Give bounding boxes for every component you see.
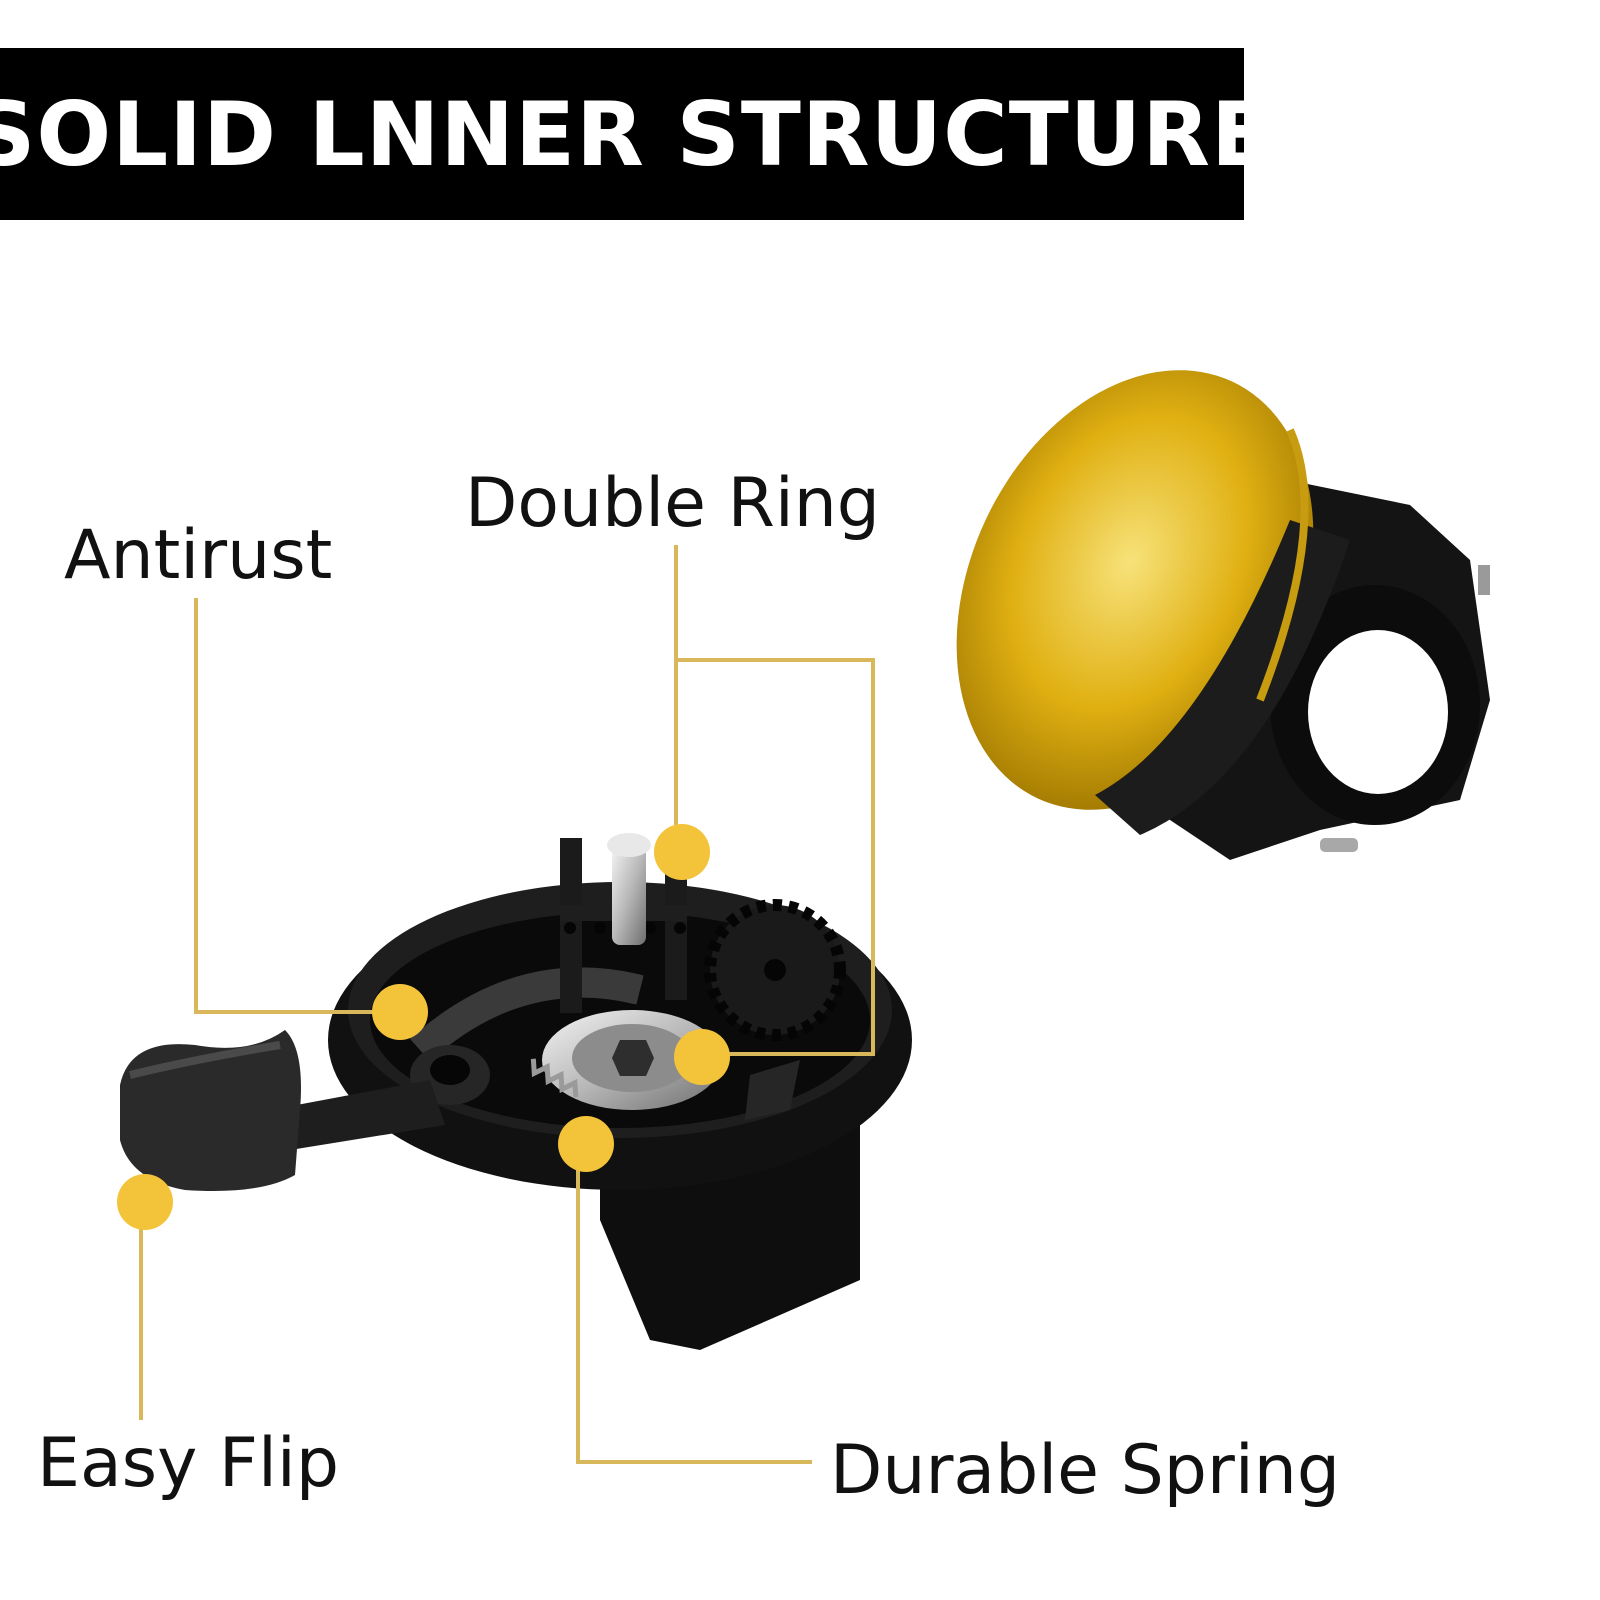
antirust-marker	[372, 984, 428, 1040]
easy-flip-label: Easy Flip	[37, 1424, 339, 1503]
durable-spring-label: Durable Spring	[830, 1431, 1341, 1510]
double-ring-marker-top	[654, 824, 710, 880]
title-banner: SOLID LNNER STRUCTURE	[0, 48, 1271, 220]
double-ring-marker-bottom	[674, 1029, 730, 1085]
leader-lines	[139, 545, 875, 1464]
double-ring-label: Double Ring	[465, 464, 880, 543]
callout-markers	[117, 824, 730, 1230]
antirust-label: Antirust	[64, 516, 333, 595]
durable-spring-leader-line	[576, 1145, 812, 1464]
double-ring-bracket-line	[676, 658, 875, 1056]
assembled-bell-image	[956, 370, 1490, 860]
easy-flip-marker	[117, 1174, 173, 1230]
durable-spring-marker	[558, 1116, 614, 1172]
antirust-leader-line	[194, 598, 395, 1014]
page-title: SOLID LNNER STRUCTURE	[0, 82, 1273, 186]
inner-mechanism-image	[120, 833, 912, 1350]
